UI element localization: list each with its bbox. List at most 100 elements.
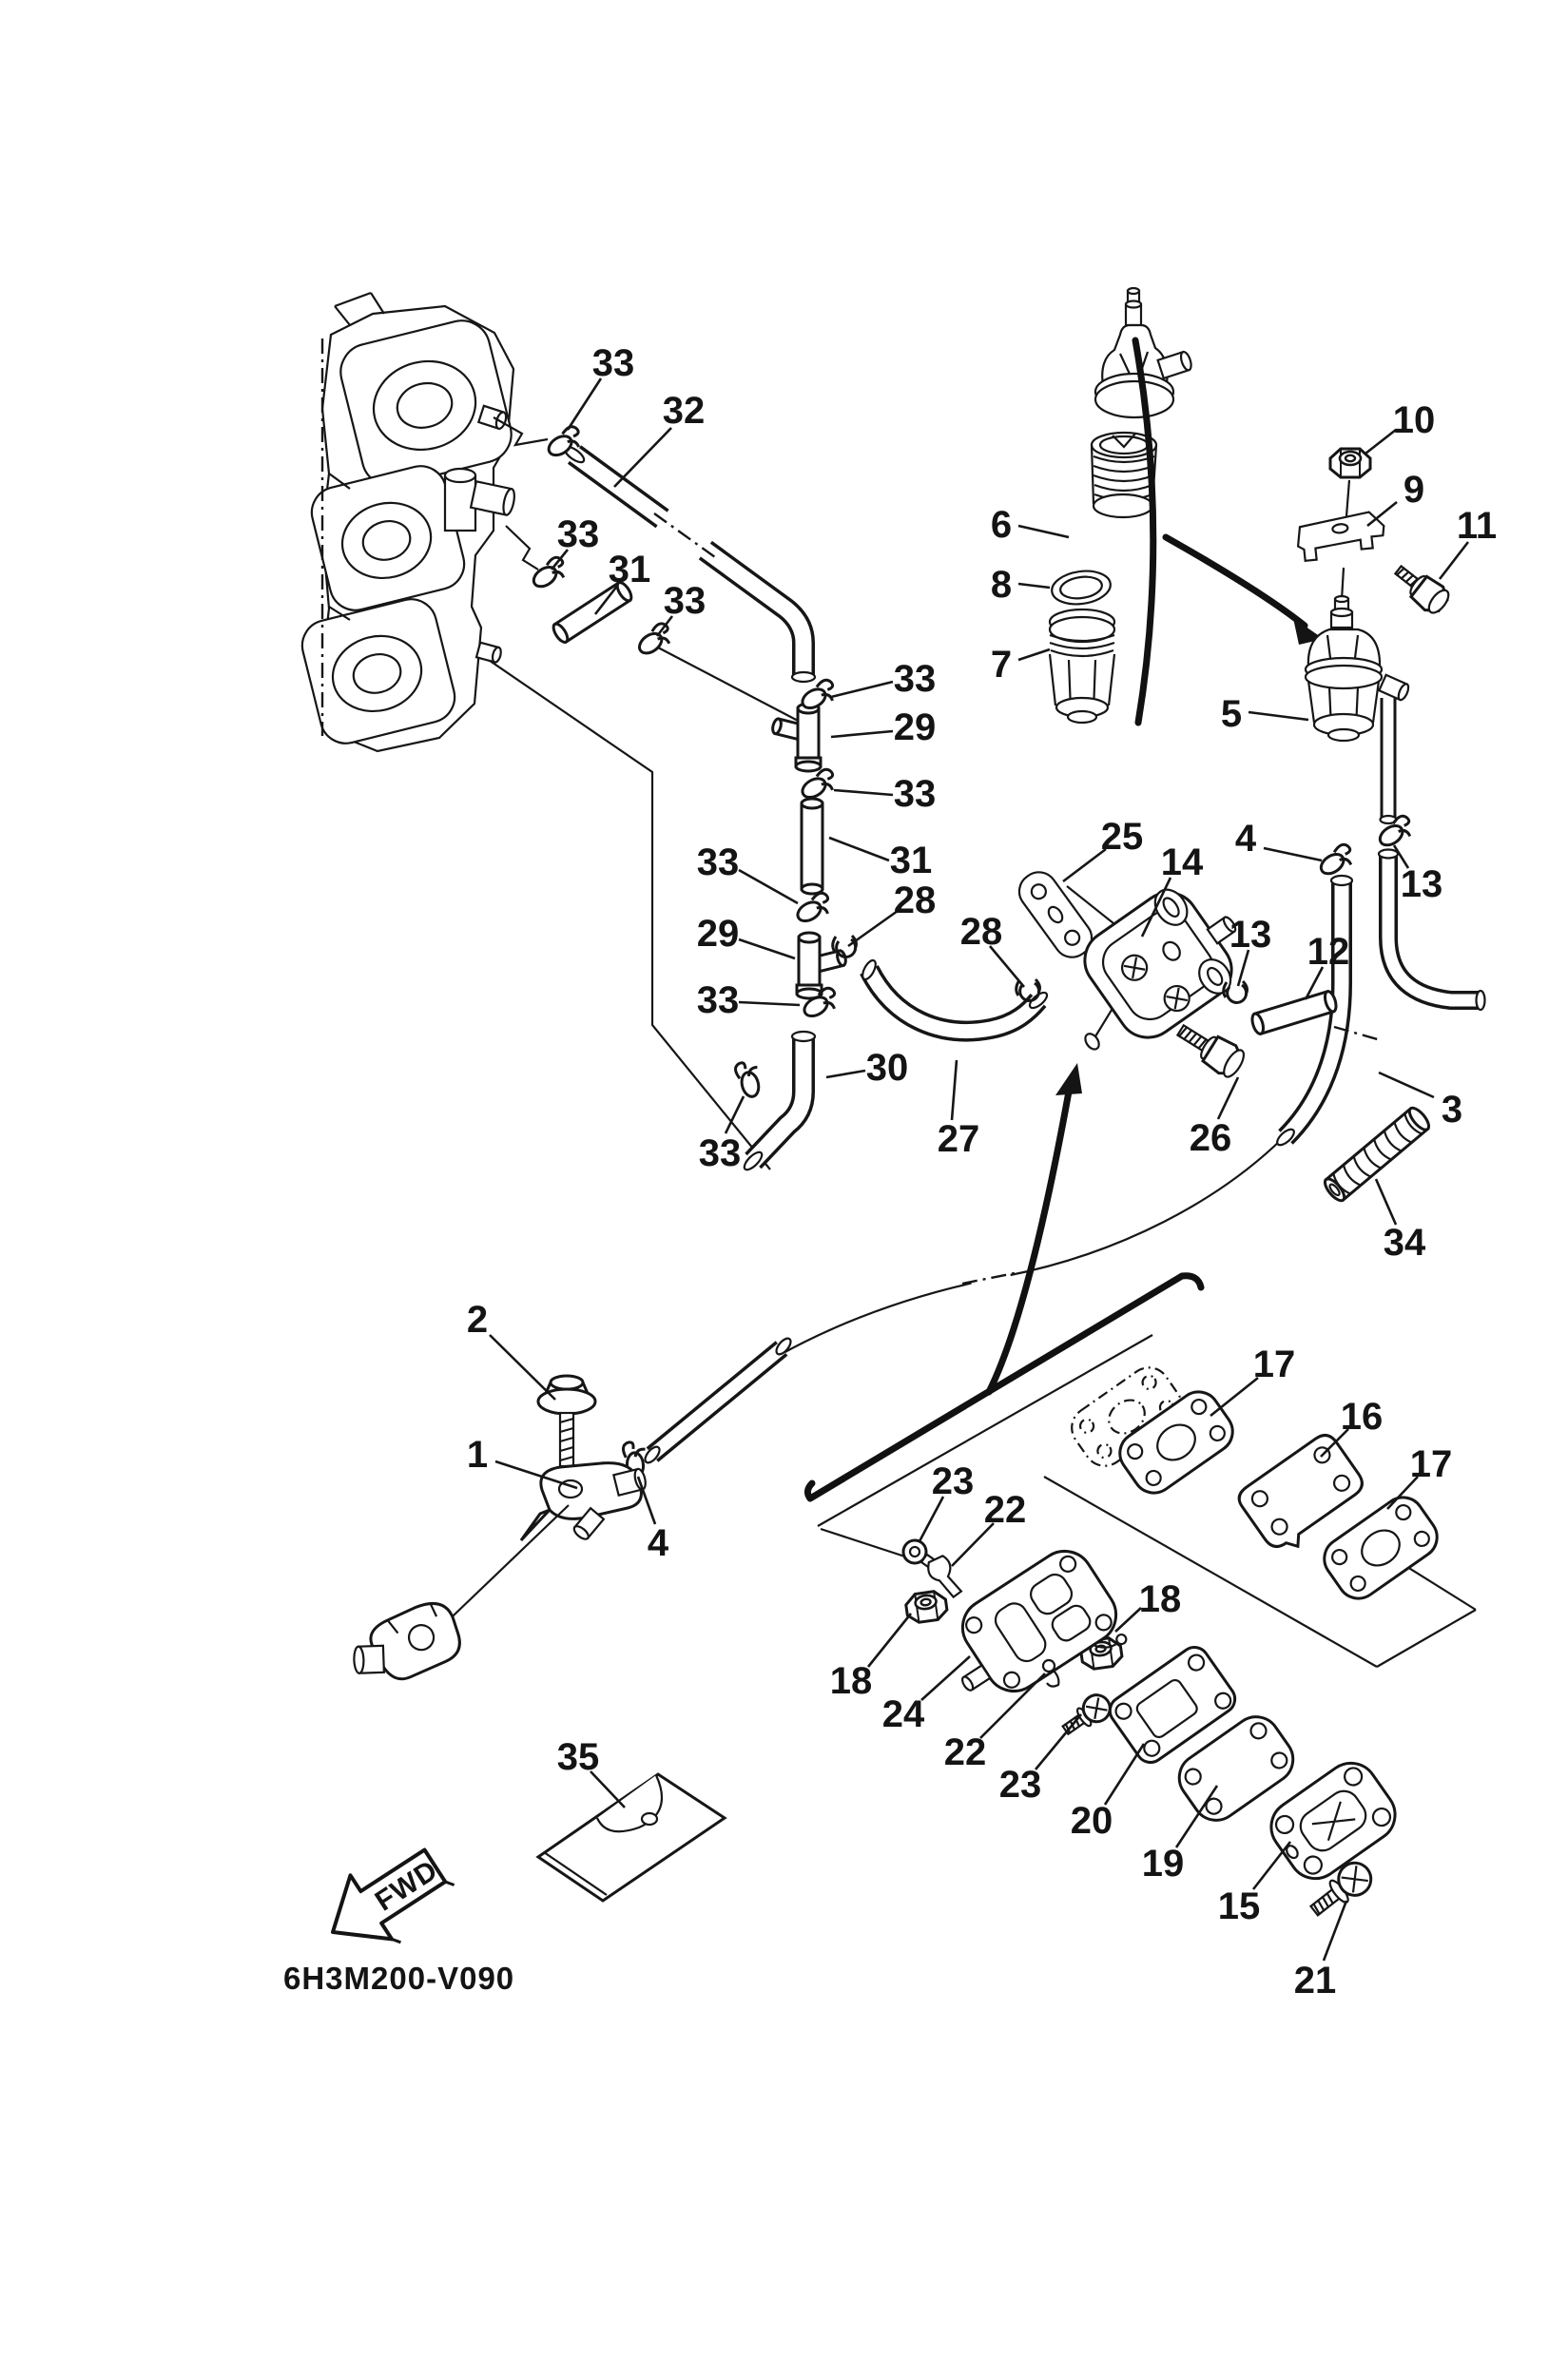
leader-line bbox=[1378, 1071, 1435, 1099]
clamp-33-icon bbox=[526, 554, 569, 593]
assembly-arrows bbox=[803, 1063, 1205, 1502]
pump-cover-15 bbox=[1269, 1761, 1397, 1881]
leader-line bbox=[1386, 1476, 1419, 1510]
callout-33: 33 bbox=[592, 342, 635, 384]
callout-1: 1 bbox=[467, 1434, 488, 1476]
fuel-pump-14 bbox=[1083, 888, 1237, 1051]
leader-line bbox=[1438, 541, 1470, 580]
screw-22-lower bbox=[1041, 1658, 1060, 1688]
leader-line bbox=[738, 1000, 801, 1007]
elbow-hose-right bbox=[1377, 848, 1486, 1012]
leader-line bbox=[833, 788, 894, 797]
callout-18: 18 bbox=[1139, 1578, 1182, 1620]
leader-line bbox=[828, 836, 890, 862]
callout-5: 5 bbox=[1221, 693, 1242, 735]
clamp-33-icon bbox=[791, 891, 832, 927]
callout-22: 22 bbox=[944, 1731, 987, 1773]
leader-line bbox=[1320, 1428, 1349, 1458]
leader-line bbox=[738, 938, 796, 960]
callout-35: 35 bbox=[557, 1736, 600, 1778]
callout-29: 29 bbox=[894, 706, 937, 748]
leader-line bbox=[1103, 1743, 1146, 1806]
callout-17: 17 bbox=[1253, 1344, 1296, 1385]
leader-line bbox=[1236, 949, 1250, 987]
joint-hose bbox=[644, 1337, 792, 1464]
leader-line bbox=[1365, 428, 1397, 455]
callout-34: 34 bbox=[1384, 1222, 1426, 1264]
leader-line bbox=[494, 1460, 578, 1490]
gasket-20 bbox=[1108, 1646, 1237, 1764]
hose-3 bbox=[1276, 874, 1354, 1147]
leader-line bbox=[655, 615, 674, 637]
tube-12 bbox=[1250, 989, 1382, 1042]
callout-33: 33 bbox=[557, 513, 600, 555]
callout-11: 11 bbox=[1457, 505, 1497, 547]
braided-hose-34 bbox=[1323, 1106, 1431, 1203]
lower-connector bbox=[353, 1601, 461, 1681]
callout-28: 28 bbox=[960, 911, 1003, 953]
gasket-25 bbox=[1017, 871, 1094, 958]
leader-line bbox=[1304, 966, 1325, 1000]
callout-8: 8 bbox=[991, 564, 1012, 606]
callout-3: 3 bbox=[1442, 1089, 1462, 1131]
leader-line bbox=[613, 427, 672, 488]
engine-block bbox=[300, 291, 515, 753]
tube-31-upper bbox=[552, 580, 633, 645]
callout-18: 18 bbox=[830, 1660, 873, 1702]
leader-line bbox=[1210, 1376, 1259, 1418]
leader-line bbox=[489, 1334, 556, 1401]
callout-12: 12 bbox=[1307, 931, 1350, 973]
bolt-26 bbox=[1175, 1023, 1246, 1078]
leader-line bbox=[847, 909, 899, 948]
gasket-17-left bbox=[1118, 1390, 1234, 1495]
leader-line bbox=[636, 1476, 657, 1525]
callout-21: 21 bbox=[1294, 1960, 1337, 2001]
tube-31-lower bbox=[800, 797, 824, 896]
bracket-9 bbox=[1296, 511, 1385, 563]
callout-33: 33 bbox=[697, 841, 740, 883]
engine-port-middle bbox=[443, 467, 515, 532]
screw-21 bbox=[1308, 1861, 1373, 1917]
callout-30: 30 bbox=[866, 1047, 909, 1089]
leader-line bbox=[989, 945, 1025, 988]
tee-fitting-29-lower bbox=[795, 931, 847, 1000]
port-leader-zigzags bbox=[493, 416, 803, 724]
leader-line bbox=[1248, 710, 1309, 722]
tee-fitting-29-upper bbox=[771, 702, 823, 773]
callout-10: 10 bbox=[1393, 399, 1436, 441]
leader-line bbox=[951, 1522, 995, 1567]
leader-line bbox=[738, 868, 799, 905]
nut-18-left bbox=[902, 1588, 950, 1626]
callout-20: 20 bbox=[1071, 1800, 1113, 1842]
callout-28: 28 bbox=[894, 880, 937, 921]
callout-9: 9 bbox=[1403, 469, 1424, 511]
callout-31: 31 bbox=[609, 549, 651, 590]
reference-lines bbox=[482, 655, 1477, 1668]
callout-17: 17 bbox=[1410, 1443, 1453, 1485]
clamp-33-icon bbox=[728, 1060, 767, 1103]
callout-14: 14 bbox=[1161, 841, 1204, 883]
leader-line bbox=[550, 549, 570, 570]
bolt-2 bbox=[536, 1374, 597, 1468]
callout-25: 25 bbox=[1101, 816, 1144, 858]
leader-line bbox=[1017, 582, 1051, 590]
leader-line bbox=[590, 1770, 626, 1808]
hose-27 bbox=[860, 958, 1049, 1042]
leader-line bbox=[866, 1613, 913, 1668]
leader-line bbox=[1062, 847, 1107, 883]
leader-line bbox=[566, 377, 603, 431]
leader-line bbox=[724, 1095, 745, 1134]
plate-22-upper bbox=[927, 1555, 963, 1599]
fuel-filter-5 bbox=[1304, 594, 1410, 743]
leader-line bbox=[593, 584, 620, 615]
hose-clamps bbox=[526, 424, 1415, 1485]
leader-line bbox=[1216, 1076, 1240, 1120]
callout-33: 33 bbox=[894, 658, 937, 700]
leader-line bbox=[1017, 524, 1070, 539]
leader-line bbox=[830, 729, 894, 739]
callout-13: 13 bbox=[1229, 914, 1272, 956]
leader-line bbox=[1322, 1900, 1348, 1962]
callout-22: 22 bbox=[984, 1489, 1027, 1531]
